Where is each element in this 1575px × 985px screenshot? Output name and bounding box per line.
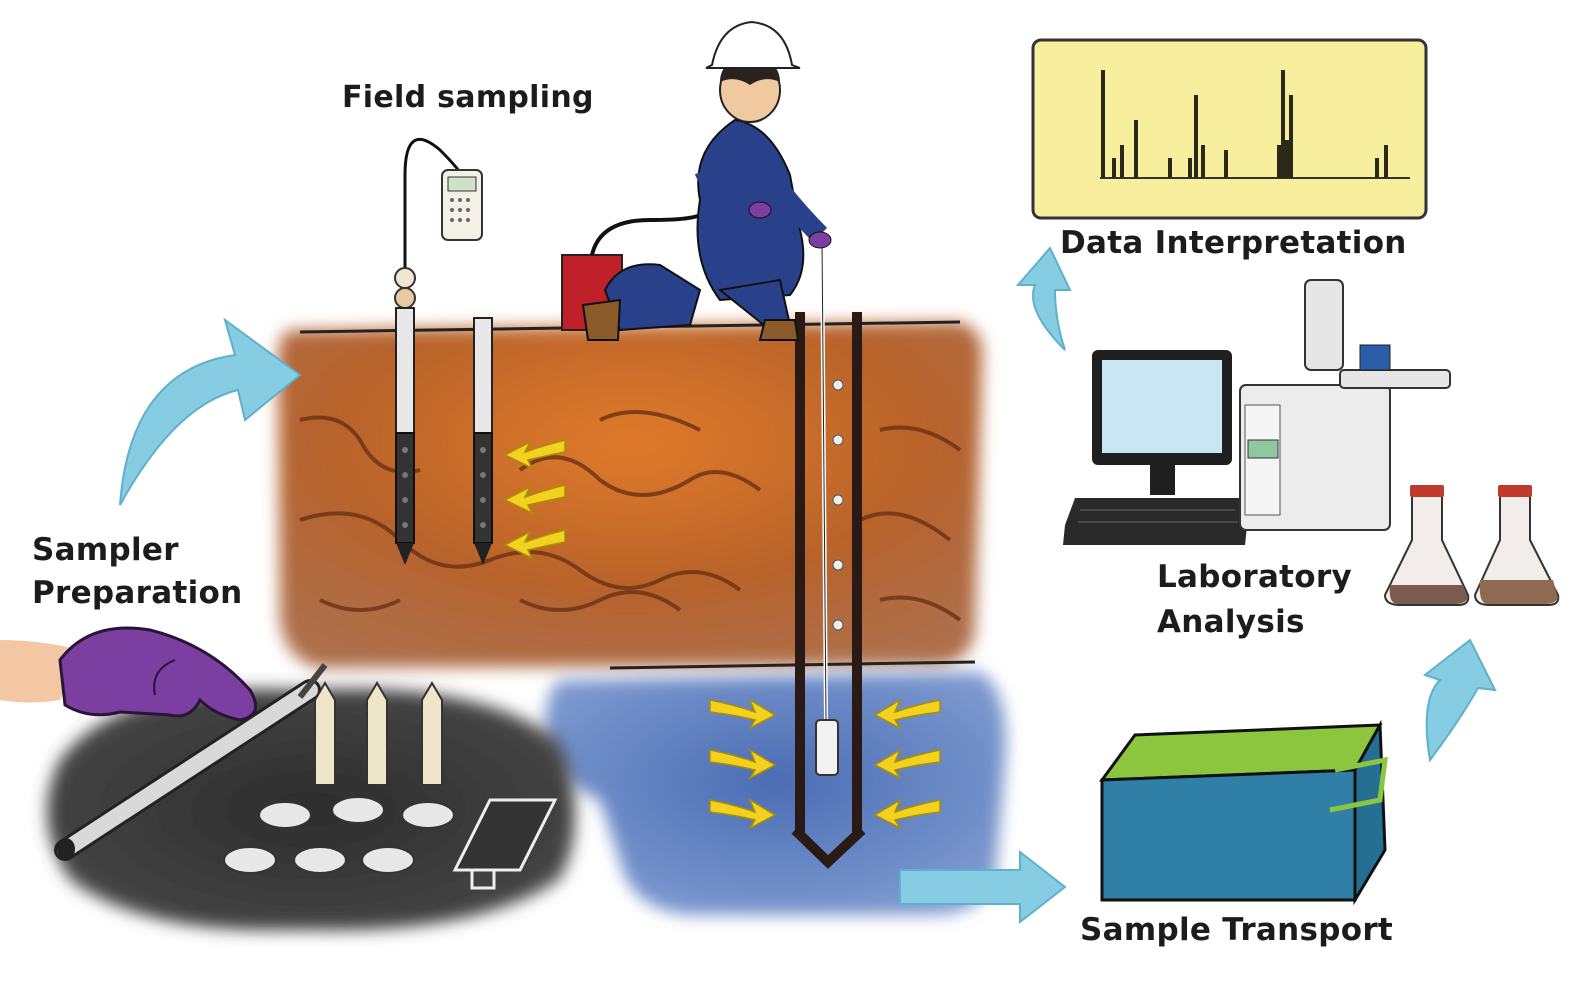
groundwater-layer bbox=[545, 672, 1006, 915]
sampler-tube bbox=[54, 663, 328, 861]
data-chart-panel bbox=[1031, 38, 1428, 220]
label-laboratory-analysis-line1: Laboratory bbox=[1157, 559, 1352, 595]
sampler-card bbox=[452, 798, 558, 890]
label-sampler-preparation-line1: Sampler bbox=[32, 532, 179, 568]
label-field-sampling: Field sampling bbox=[342, 80, 594, 115]
label-laboratory-analysis-line2: Analysis bbox=[1157, 604, 1305, 640]
gc-ms-instrument bbox=[1239, 279, 1451, 531]
sampler-cartridges bbox=[314, 681, 443, 786]
label-data-interpretation: Data Interpretation bbox=[1060, 225, 1407, 261]
groundwater-well bbox=[791, 239, 866, 869]
label-sample-transport: Sample Transport bbox=[1080, 912, 1394, 948]
field-worker bbox=[581, 20, 832, 341]
soil-gas-flow-arrows bbox=[503, 439, 566, 560]
chromatogram-peaks bbox=[1101, 70, 1388, 178]
gloved-hand bbox=[0, 626, 258, 722]
arrow-field-to-transport bbox=[899, 849, 1067, 925]
sampler-disks bbox=[223, 796, 455, 874]
passive-sampler-probe-2 bbox=[473, 317, 493, 565]
arrow-lab-to-data bbox=[1015, 246, 1072, 351]
sample-cooler bbox=[1098, 719, 1388, 906]
groundwater-flow-arrows bbox=[709, 698, 941, 830]
lab-computer bbox=[1063, 350, 1250, 545]
soil-layer bbox=[278, 320, 983, 668]
arrow-transport-to-lab bbox=[1422, 638, 1497, 763]
sample-flasks bbox=[1383, 485, 1560, 606]
label-sampler-preparation-line2: Preparation bbox=[32, 575, 243, 611]
passive-sampler-probe-1 bbox=[394, 138, 483, 565]
sampler-prep-mat bbox=[47, 688, 575, 931]
arrow-prep-to-field bbox=[119, 317, 302, 506]
